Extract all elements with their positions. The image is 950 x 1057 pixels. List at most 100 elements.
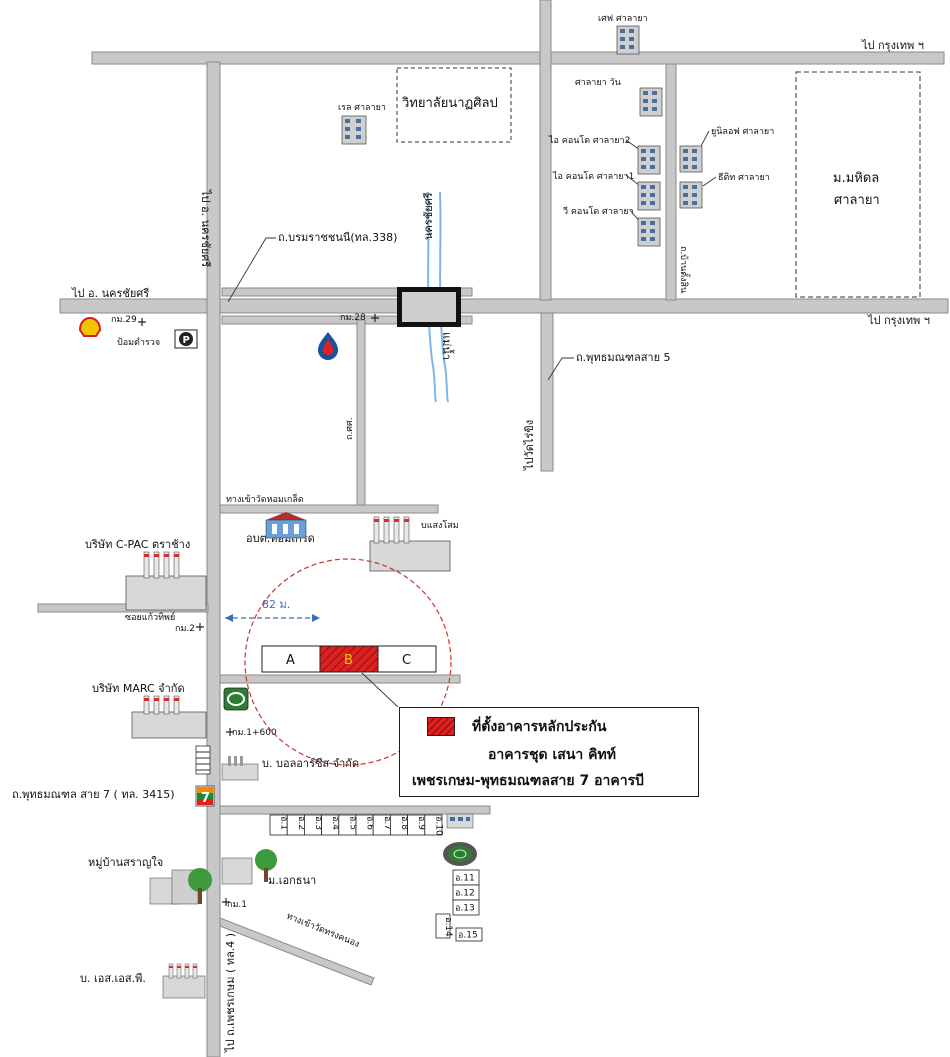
- road-phutthamonthon-5: [540, 312, 554, 472]
- label-to-wat-rai-khing: ไปวัดไร่ขิง: [523, 420, 536, 471]
- mahidol-area: [795, 71, 921, 298]
- plot-13: อ.13: [452, 899, 480, 916]
- shell-logo-icon: [78, 316, 102, 337]
- building-b-label: B: [344, 653, 353, 668]
- road-main: [59, 298, 949, 314]
- label-cpac: บริษัท C-PAC ตราช้าง: [85, 538, 190, 551]
- road-wat-song-khanong: [219, 917, 375, 986]
- building-c: C: [377, 645, 437, 673]
- label-natasin: วิทยาลัยนาฏศิลป: [401, 96, 497, 111]
- plot-14-label: อ.14: [443, 917, 453, 937]
- factory-bang-som-icon: [369, 516, 451, 572]
- legend-box: ที่ตั้งอาคารหลักประกัน อาคารชุด เสนา คิท…: [399, 707, 699, 797]
- stadium-icon: [443, 842, 477, 866]
- label-ball-rs: บ. บอลอาร์ซีส จำกัด: [262, 757, 359, 770]
- svg-text:7: 7: [201, 791, 210, 806]
- label-phet-kasem-road: ไป ถ.เพชรเกษม ( ทล.4 ): [224, 933, 237, 1053]
- plot-11: อ.11: [452, 869, 480, 886]
- plot-13-label: อ.13: [455, 904, 475, 914]
- legend-line-3: เพชรเกษม-พุทธมณฑลสาย 7 อาคารบี: [412, 773, 644, 789]
- building-a: A: [261, 645, 321, 673]
- road-soi-kaeo-thip: [37, 603, 209, 613]
- road-main-vertical: [206, 61, 221, 1057]
- label-km28: กม.28: [340, 313, 366, 323]
- label-to-nakhon-chai-si-vertical: ไป อ. นครชัยศรี: [199, 189, 212, 267]
- factory-es-p-icon: [162, 963, 206, 999]
- label-salaya-one: ศาลายา วัน: [575, 78, 621, 88]
- label-mahidol-2: ศาลายา: [834, 193, 880, 208]
- plot-4: อ.4: [321, 814, 340, 836]
- plot-15: อ.15: [455, 927, 483, 942]
- plot-3-label: อ.3: [313, 816, 323, 830]
- label-phutthamonthon-5: ถ.พุทธมณฑลสาย 5: [576, 351, 671, 364]
- road-abc: [219, 674, 461, 684]
- road-frontage-upper: [221, 287, 473, 297]
- label-wat-song-khanong-way: ทางเข้าวัดทรงคนอง: [285, 911, 361, 950]
- plot-2: อ.2: [286, 814, 306, 836]
- plot-4-label: อ.4: [330, 816, 340, 830]
- condo-v-condo-icon: [637, 217, 661, 247]
- plot-building-icon: [446, 813, 474, 829]
- label-police-box: ป้อมตำรวจ: [117, 337, 160, 348]
- label-distance: 82 ม.: [262, 598, 290, 611]
- ekthana-houses-icon: [221, 849, 277, 885]
- label-to-nakhon-chai-si-left: ไป อ. นครชัยศรี: [71, 287, 149, 300]
- road-phutthamonthon-7: [219, 805, 491, 815]
- legend-line-2: อาคารชุด เสนา คิทท์: [488, 747, 616, 763]
- government-building-icon: [265, 512, 307, 539]
- plot-2-label: อ.2: [296, 816, 306, 830]
- road-frontage-lower: [221, 315, 473, 325]
- bridge: [397, 287, 461, 327]
- label-soi-kaeo-thip: ซอยแก้วทิพย์: [125, 611, 175, 623]
- plot-9-label: อ.9: [416, 816, 426, 830]
- plot-8-label: อ.8: [399, 816, 409, 830]
- label-i-condo-2: ไอ คอนโด ศาลายา2: [548, 135, 630, 146]
- road-soi-ns: [356, 319, 366, 509]
- factory-ball-rs-icon: [221, 756, 259, 781]
- plot-5-label: อ.5: [347, 816, 357, 830]
- road-ban-tang-sin: [665, 63, 677, 301]
- label-ban-tang-sin: ถ.บ้านตั้งสิน: [678, 246, 691, 293]
- label-es-p: บ. เอส.เอส.พี.: [80, 972, 146, 985]
- label-mahidol-1: ม.มหิดล: [833, 171, 879, 186]
- road-center-ns: [539, 0, 552, 301]
- label-weta-salaya: เศฟ ศาลายา: [598, 14, 648, 24]
- label-rel-salaya: เรล ศาลายา: [338, 103, 386, 113]
- gas-station-icon: [223, 687, 249, 711]
- condo-unilife-icon: [679, 145, 703, 173]
- plot-6-label: อ.6: [365, 816, 375, 830]
- label-marc: บริษัท MARC จำกัด: [92, 682, 185, 695]
- parking-icon: P: [174, 329, 198, 349]
- plot-12-label: อ.12: [455, 889, 475, 899]
- plot-12: อ.12: [452, 884, 480, 901]
- svg-text:P: P: [183, 335, 190, 346]
- plot-3: อ.3: [303, 814, 323, 836]
- label-i-condo-1: ไอ คอนโด ศาลายา1: [552, 171, 634, 182]
- plot-1-label: อ.1: [279, 816, 289, 830]
- road-wat-hom-kret: [219, 504, 439, 514]
- factory-marc-icon: [131, 695, 207, 739]
- label-bang-som: บแสงโสม: [421, 520, 459, 531]
- label-the-tit: ธีติท ศาลายา: [718, 172, 770, 183]
- condo-rel-salaya-icon: [341, 115, 367, 145]
- factory-cpac-icon: [125, 551, 207, 611]
- label-borommaratchachonnani: ถ.บรมราชชนนี(ทล.338): [278, 231, 397, 244]
- label-km1: กม.1: [227, 900, 247, 910]
- plot-6: อ.6: [355, 814, 375, 836]
- label-phutthamonthon-7: ถ.พุทธมณฑล สาย 7 ( ทล. 3415): [12, 788, 175, 801]
- label-unilife: ยูนิลอฟ ศาลายา: [711, 126, 774, 137]
- plot-7-label: อ.7: [382, 816, 392, 830]
- plot-5: อ.5: [338, 814, 357, 836]
- plot-1: อ.1: [269, 814, 289, 836]
- plot-9: อ.9: [407, 814, 426, 836]
- label-soi-road: ถ.ศศ.: [345, 417, 355, 440]
- building-c-label: C: [402, 653, 411, 668]
- condo-the-tit-icon: [679, 181, 703, 209]
- natasin-college-area: [396, 67, 512, 143]
- seven-eleven-icon: 7: [195, 785, 215, 807]
- building-a-label: A: [286, 653, 295, 668]
- target-hatch-swatch-icon: [427, 717, 455, 736]
